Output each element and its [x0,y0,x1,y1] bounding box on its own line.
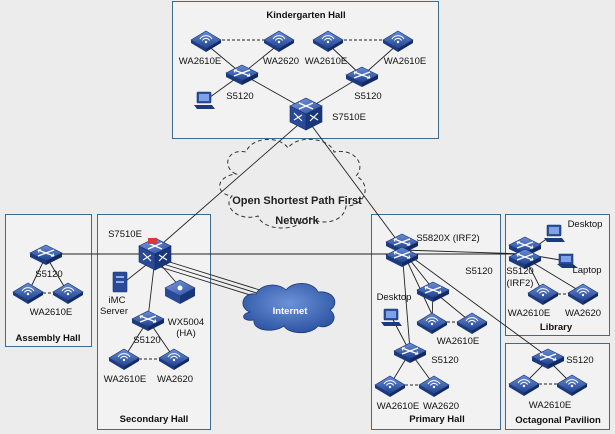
kg-core-label: S7510E [332,112,366,123]
secondary-switch-label: S5120 [133,335,160,346]
kg-ap4-label: WA2610E [384,56,426,67]
library-ap1-label: WA2610E [508,308,550,319]
library-switch-label-line1: S5120 [506,266,533,277]
ospf-cloud: Open Shortest Path First Network [219,138,366,229]
primary-switch-label: S5120 [431,355,458,366]
kindergarten-hall-title: Kindergarten Hall [266,10,345,21]
primary-desktop-label: Desktop [377,292,412,303]
secondary-ap2-label: WA2620 [157,374,193,385]
kg-switch1-label: S5120 [226,91,253,102]
assembly-hall-box [5,214,92,347]
kg-ap1-label: WA2610E [179,56,221,67]
primary-ap-mid-label: WA2610E [437,336,479,347]
internet-label: Internet [273,306,309,317]
octagonal-ap-label: WA2610E [529,400,571,411]
library-ap2-label: WA2620 [565,308,601,319]
kg-ap3-label: WA2610E [305,56,347,67]
imc-server-icon [112,271,128,293]
wx5004-label-line2: (HA) [176,328,196,339]
imc-label-line2: Server [100,306,128,317]
ospf-label-line2: Network [275,215,319,227]
imc-label-line1: iMC [109,295,126,306]
octagonal-pavilion-title: Octagonal Pavilion [515,415,601,426]
library-switch-label-line2: (IRF2) [507,278,534,289]
primary-right-switch-label: S5120 [465,266,492,277]
kg-switch2-label: S5120 [354,91,381,102]
primary-hall-title: Primary Hall [409,414,464,425]
secondary-ap1-label: WA2610E [104,374,146,385]
assembly-hall-title: Assembly Hall [16,333,81,344]
assembly-ap-label: WA2610E [30,307,72,318]
octagonal-switch-label: S5120 [566,355,593,366]
ospf-label-line1: Open Shortest Path First [232,195,362,207]
primary-ap2-label: WA2620 [423,401,459,412]
wx5004-label-line1: WX5004 [168,317,204,328]
kg-ap2-label: WA2620 [263,56,299,67]
wx5004-controller-icon [164,279,196,304]
primary-ap1-label: WA2610E [377,401,419,412]
secondary-core-status-icon [148,238,157,244]
assembly-switch-label: S5120 [35,269,62,280]
internet-cloud: Internet [242,283,336,334]
library-laptop-label: Laptop [572,265,601,276]
primary-core-label: S5820X (IRF2) [416,233,479,244]
library-hall-title: Library [540,322,573,333]
library-desktop-label: Desktop [568,219,603,230]
secondary-core-label: S7510E [108,229,142,240]
secondary-hall-title: Secondary Hall [120,414,189,425]
